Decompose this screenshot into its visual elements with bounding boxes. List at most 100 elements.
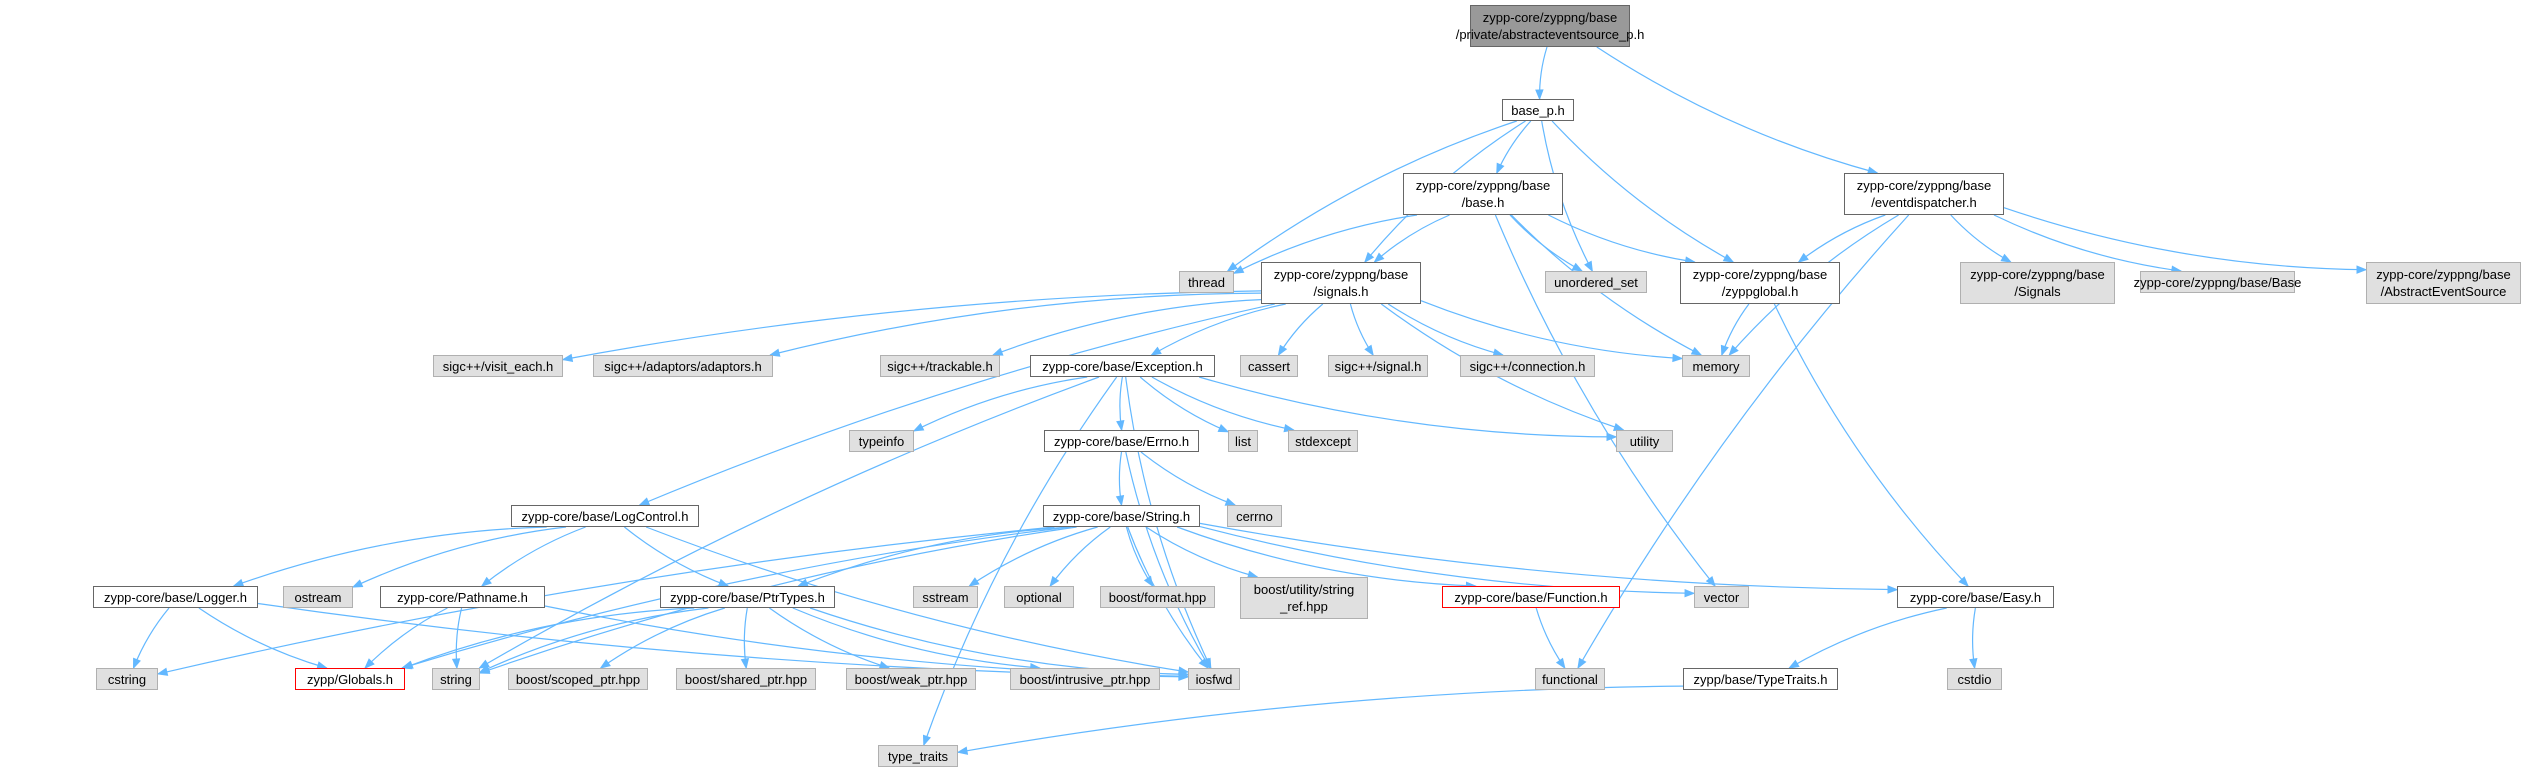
node-logger[interactable]: zypp-core/base/Logger.h bbox=[93, 586, 258, 608]
node-label: zypp-core/base/Errno.h bbox=[1053, 433, 1190, 449]
edge-errno-to-cerrno bbox=[1140, 451, 1236, 506]
edge-arrowhead bbox=[1958, 576, 1969, 587]
edge-eventdispatcher-to-zyppglobal bbox=[1798, 214, 1886, 263]
edge-arrowhead bbox=[1364, 251, 1375, 264]
edge-string_h-to-globals bbox=[401, 526, 1070, 669]
node-label: /eventdispatcher.h bbox=[1871, 195, 1977, 210]
node-functional: functional bbox=[1535, 668, 1605, 690]
edge-arrowhead bbox=[1049, 575, 1060, 588]
node-thread: thread bbox=[1179, 271, 1234, 293]
edge-arrowhead bbox=[768, 348, 781, 357]
node-pathname[interactable]: zypp-core/Pathname.h bbox=[380, 586, 545, 608]
edge-string_h-to-ptrtypes bbox=[798, 526, 1071, 587]
edge-zyppglobal-to-easy bbox=[1773, 303, 1969, 587]
node-base-h[interactable]: zypp-core/zyppng/base/base.h bbox=[1403, 173, 1563, 215]
edge-string_h-to-bstringref bbox=[1145, 526, 1258, 578]
edge-arrowhead bbox=[956, 746, 969, 755]
node-unordered-set: unordered_set bbox=[1545, 271, 1647, 293]
edge-exception-to-type_traits bbox=[923, 376, 1118, 746]
node-logcontrol[interactable]: zypp-core/base/LogControl.h bbox=[511, 505, 699, 527]
node-signal-h: sigc++/signal.h bbox=[1328, 355, 1428, 377]
edge-signals-to-memory bbox=[1420, 300, 1683, 360]
node-label: zypp-core/base/Easy.h bbox=[1909, 589, 2042, 605]
edge-arrowhead bbox=[561, 353, 574, 363]
edge-logger-to-iosfwd bbox=[257, 602, 1189, 678]
edge-string_h-to-sstream bbox=[969, 526, 1098, 587]
node-function-h[interactable]: zypp-core/base/Function.h bbox=[1442, 586, 1620, 608]
node-signals[interactable]: zypp-core/zyppng/base/signals.h bbox=[1261, 262, 1421, 304]
node-label: cerrno bbox=[1236, 508, 1273, 524]
edge-arrowhead bbox=[1116, 420, 1125, 432]
node-label: ostream bbox=[294, 589, 342, 605]
edge-logcontrol-to-pathname bbox=[481, 526, 586, 587]
node-label: /base.h bbox=[1461, 195, 1505, 210]
node-typetraits-h[interactable]: zypp/base/TypeTraits.h bbox=[1683, 668, 1838, 690]
edge-arrowhead bbox=[1577, 657, 1587, 670]
node-cstring: cstring bbox=[96, 668, 158, 690]
node-easy[interactable]: zypp-core/base/Easy.h bbox=[1897, 586, 2054, 608]
node-label: cstdio bbox=[1957, 671, 1992, 687]
edge-base_p-to-thread bbox=[1227, 120, 1517, 272]
node-list: list bbox=[1228, 430, 1258, 452]
edge-signals-to-cassert bbox=[1277, 303, 1324, 356]
node-visit-each: sigc++/visit_each.h bbox=[433, 355, 563, 377]
edge-arrowhead bbox=[1115, 494, 1125, 507]
edge-arrowhead bbox=[1690, 346, 1703, 356]
edge-arrowhead bbox=[1364, 344, 1374, 357]
node-label: zypp-core/base/Exception.h bbox=[1042, 358, 1203, 374]
node-stdexcept: stdexcept bbox=[1288, 430, 1358, 452]
node-label: zypp-core/zyppng/base bbox=[1273, 267, 1409, 282]
edge-ptrtypes-to-bintrusive bbox=[792, 607, 1040, 669]
edge-signals-to-connection bbox=[1387, 303, 1503, 356]
edge-arrowhead bbox=[1496, 162, 1505, 175]
node-globals[interactable]: zypp/Globals.h bbox=[295, 668, 405, 690]
node-vector: vector bbox=[1694, 586, 1749, 608]
node-label: /zyppglobal.h bbox=[1721, 284, 1799, 299]
edge-base_h-to-thread bbox=[1233, 214, 1418, 274]
node-base-p[interactable]: base_p.h bbox=[1502, 99, 1574, 121]
node-label: sigc++/signal.h bbox=[1334, 358, 1422, 374]
edge-base_h-to-unordered_set bbox=[1509, 214, 1583, 272]
node-label: string bbox=[440, 671, 472, 687]
node-iosfwd: iosfwd bbox=[1188, 668, 1240, 690]
node-label: zypp/base/TypeTraits.h bbox=[1693, 671, 1828, 687]
node-string-h[interactable]: zypp-core/base/String.h bbox=[1043, 505, 1200, 527]
node-errno[interactable]: zypp-core/base/Errno.h bbox=[1044, 430, 1199, 452]
edge-signals-to-visit_each bbox=[562, 290, 1262, 361]
node-label: /Signals bbox=[2014, 284, 2061, 299]
edge-eventdispatcher-to-zb_signals bbox=[1950, 214, 2011, 263]
edge-base_p-to-zyppglobal bbox=[1551, 120, 1734, 263]
node-label: boost/scoped_ptr.hpp bbox=[515, 671, 641, 687]
node-label: zypp-core/Pathname.h bbox=[397, 589, 528, 605]
node-ptrtypes[interactable]: zypp-core/base/PtrTypes.h bbox=[660, 586, 835, 608]
node-label: vector bbox=[1703, 589, 1740, 605]
edge-arrowhead bbox=[351, 579, 364, 588]
node-bintrusive: boost/intrusive_ptr.hpp bbox=[1010, 668, 1160, 690]
node-label: unordered_set bbox=[1554, 274, 1638, 290]
edge-logger-to-cstring bbox=[132, 607, 170, 669]
node-zyppglobal[interactable]: zypp-core/zyppng/base/zyppglobal.h bbox=[1680, 262, 1840, 304]
edge-arrowhead bbox=[2000, 253, 2012, 263]
node-bscoped: boost/scoped_ptr.hpp bbox=[508, 668, 648, 690]
edge-easy-to-typetraits_h bbox=[1789, 607, 1947, 669]
edge-arrowhead bbox=[968, 577, 980, 587]
node-label: typeinfo bbox=[858, 433, 905, 449]
edge-pathname-to-globals bbox=[364, 607, 448, 669]
edge-arrowhead bbox=[912, 422, 925, 432]
edge-arrowhead bbox=[402, 660, 414, 669]
node-label: /signals.h bbox=[1313, 284, 1369, 299]
edge-typetraits_h-to-type_traits bbox=[957, 685, 1684, 753]
node-zb-abs: zypp-core/zyppng/base/AbstractEventSourc… bbox=[2366, 262, 2521, 304]
node-label: boost/utility/string bbox=[1253, 582, 1355, 597]
node-label: boost/intrusive_ptr.hpp bbox=[1019, 671, 1151, 687]
node-string-std: string bbox=[432, 668, 480, 690]
edge-string_h-to-optional bbox=[1049, 526, 1111, 587]
node-label: /private/abstracteventsource_p.h bbox=[1455, 27, 1645, 42]
node-label: zypp-core/base/LogControl.h bbox=[521, 508, 689, 524]
edge-arrowhead bbox=[1684, 588, 1696, 598]
node-label: zypp-core/zyppng/base bbox=[1970, 267, 2105, 282]
node-eventdispatcher[interactable]: zypp-core/zyppng/base/eventdispatcher.h bbox=[1844, 173, 2004, 215]
edge-signals-to-trackable bbox=[992, 299, 1262, 356]
node-exception[interactable]: zypp-core/base/Exception.h bbox=[1030, 355, 1215, 377]
